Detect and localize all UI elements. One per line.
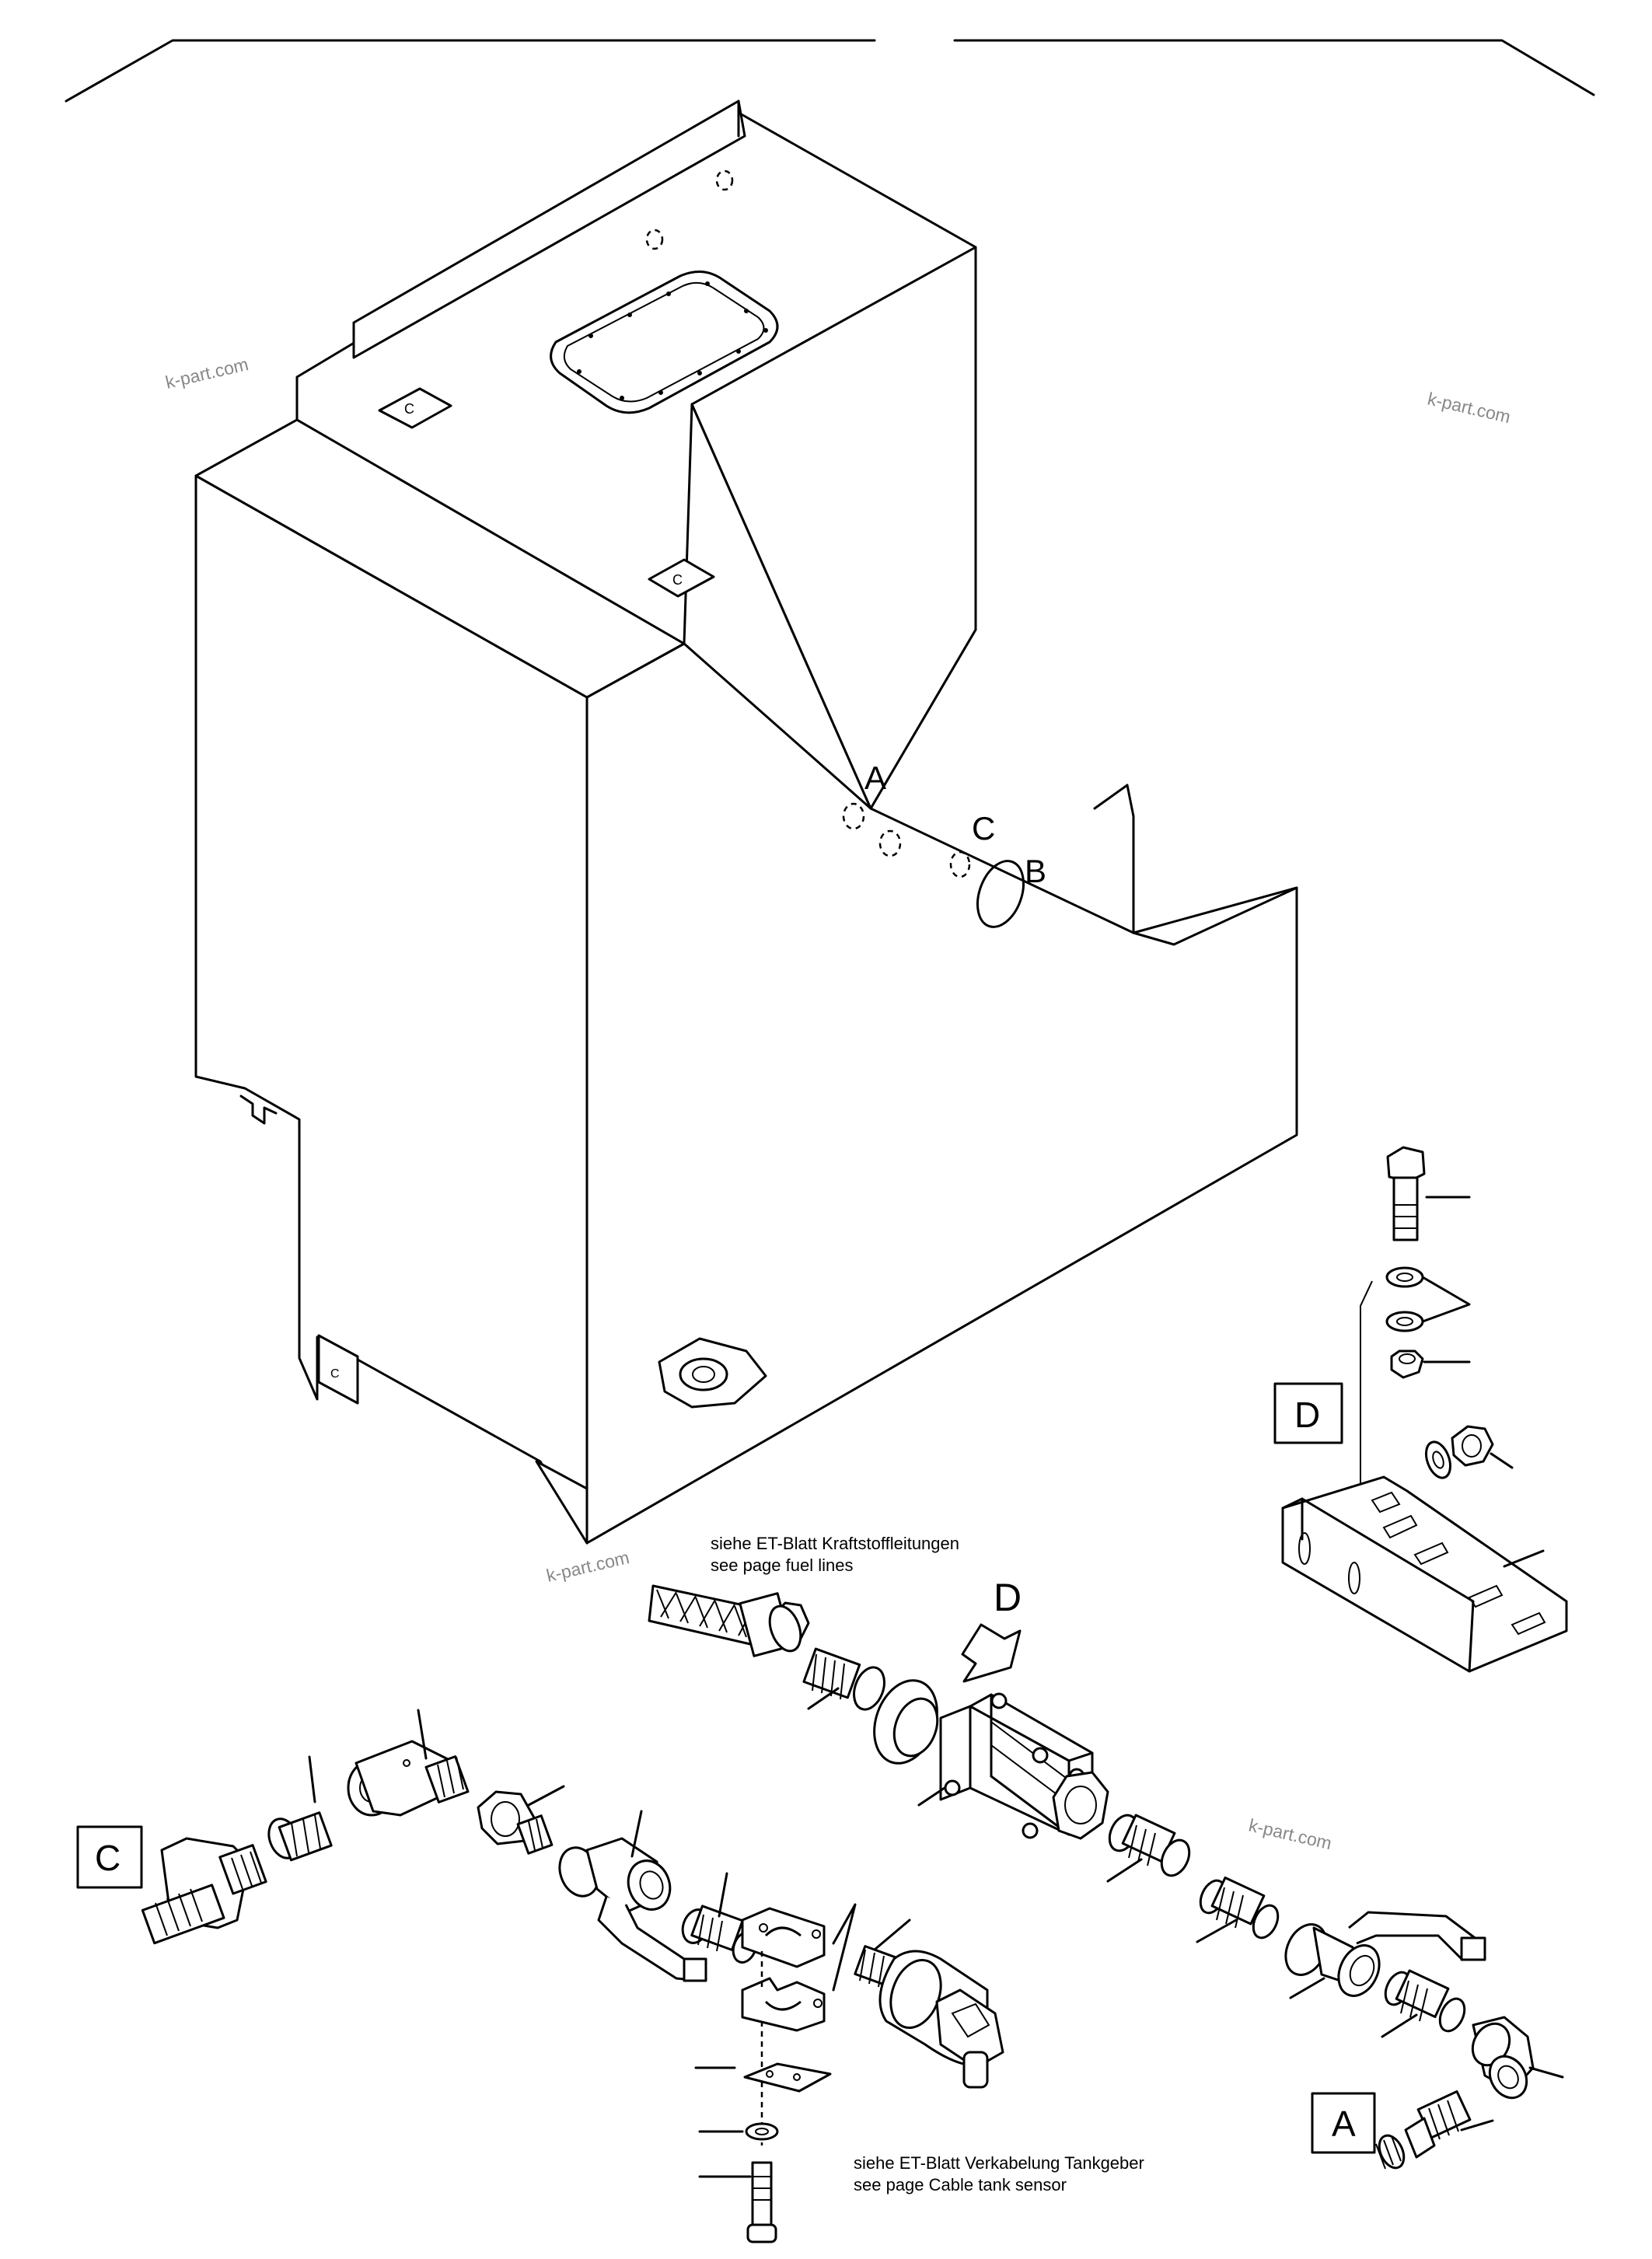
tank-sloped-face bbox=[690, 246, 977, 810]
coupling-4 bbox=[1384, 1969, 1466, 2033]
port-adapter-c bbox=[141, 1837, 267, 1945]
note-tank-sensor-en: see page Cable tank sensor bbox=[854, 2175, 1067, 2194]
hatch-bolts bbox=[577, 281, 768, 400]
bracket-body bbox=[1281, 1475, 1568, 1673]
watermark-4: k-part.com bbox=[1247, 1815, 1334, 1854]
detail-a-label: A bbox=[1332, 2104, 1356, 2144]
detail-c-label: C bbox=[95, 1838, 120, 1878]
tank-tab-c2: C bbox=[648, 558, 715, 598]
detail-c-box bbox=[76, 1825, 143, 1889]
tank-label-a: A bbox=[864, 759, 886, 796]
view-arrow-d: D bbox=[961, 1576, 1022, 1683]
bracket-bolt bbox=[1386, 1146, 1426, 1241]
detail-c-assembly: C bbox=[76, 1709, 1004, 2243]
union-c bbox=[477, 1790, 554, 1855]
valve-body bbox=[873, 1679, 1109, 1840]
detail-d-label: D bbox=[1294, 1395, 1320, 1435]
watermark-3: k-part.com bbox=[544, 1547, 631, 1586]
nipple-c bbox=[267, 1811, 333, 1862]
tank-label-b: B bbox=[1025, 853, 1046, 889]
tab-mark-c3: C bbox=[330, 1367, 340, 1381]
pipe-clamp bbox=[741, 1907, 832, 2243]
coupling-3 bbox=[1199, 1876, 1280, 1940]
detail-d-box bbox=[1273, 1382, 1343, 1444]
note-tank-sensor-de: siehe ET-Blatt Verkabelung Tankgeber bbox=[854, 2153, 1144, 2173]
fuel-tank: C C C A C B bbox=[194, 100, 1298, 1545]
tab-mark-c2: C bbox=[672, 572, 683, 588]
tank-sensor bbox=[854, 1945, 1004, 2089]
tank-label-c: C bbox=[972, 810, 995, 847]
elbow-fitting-c bbox=[347, 1740, 470, 1817]
tank-top-rail bbox=[352, 100, 746, 359]
coupling-1 bbox=[802, 1647, 885, 1711]
watermark-1: k-part.com bbox=[163, 354, 250, 393]
note-fuel-lines-en: see page fuel lines bbox=[711, 1555, 853, 1575]
adapter-a bbox=[1375, 2090, 1472, 2170]
notes: siehe ET-Blatt Kraftstoffleitungen see p… bbox=[711, 1534, 1144, 2194]
fuel-line-assembly: D bbox=[648, 1576, 1564, 2170]
coupling-2 bbox=[1108, 1814, 1191, 1877]
frame-top-border bbox=[65, 39, 1595, 103]
tank-tab-c1: C bbox=[378, 387, 452, 429]
note-fuel-lines-de: siehe ET-Blatt Kraftstoffleitungen bbox=[711, 1534, 959, 1553]
tank-inspection-hatch bbox=[550, 271, 779, 414]
elbow-fitting-a bbox=[1471, 2016, 1535, 2100]
shutoff-valve-a bbox=[1284, 1911, 1486, 1997]
tab-mark-c1: C bbox=[404, 401, 414, 417]
ball-valve-c bbox=[558, 1837, 707, 1982]
tank-foot-left bbox=[317, 1334, 359, 1405]
tank-foot-bottom bbox=[535, 1460, 589, 1545]
tank-drain-fitting bbox=[658, 1337, 767, 1409]
arrow-d-label: D bbox=[994, 1576, 1022, 1619]
detail-a-box bbox=[1311, 2092, 1376, 2154]
tank-side-face bbox=[585, 642, 1298, 1545]
detail-d-bracket: D bbox=[1273, 1146, 1568, 1673]
watermark-2: k-part.com bbox=[1426, 389, 1513, 428]
